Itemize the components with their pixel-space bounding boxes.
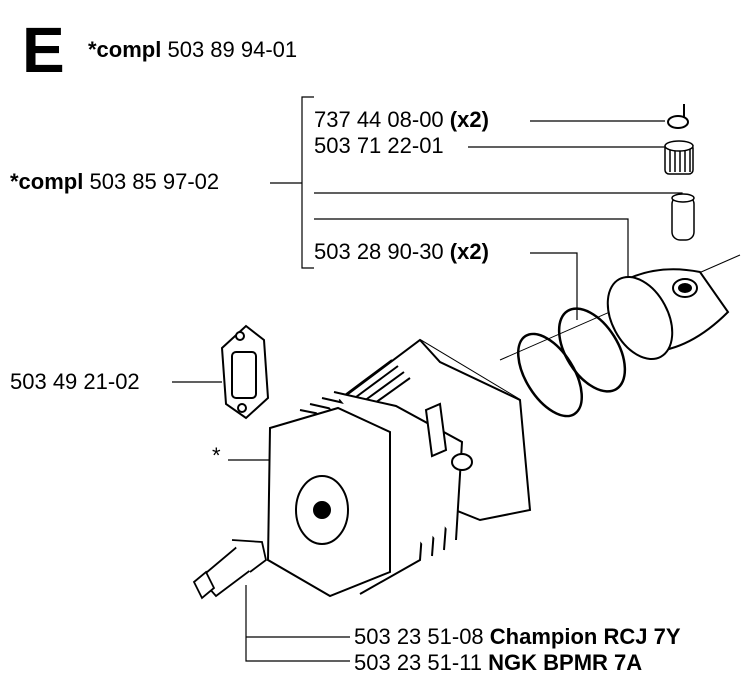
circlip-part [667,104,689,129]
gasket-label: 503 49 21-02 [10,370,140,394]
section-letter: E [22,14,65,86]
needle-bearing-part-number: 503 71 22-01 [314,133,444,158]
section-compl-label: *compl 503 89 94-01 [88,38,297,62]
spark-plug-1-part-number: 503 23 51-08 [354,624,484,649]
gasket-part [220,324,270,420]
piston-rings-part [516,307,627,418]
piston-rings-qty: (x2) [449,239,489,264]
piston-part [606,268,730,361]
spark-plug-1-name: Champion RCJ 7Y [489,624,681,649]
subassembly-compl-label: *compl 503 85 97-02 [10,170,219,194]
needle-bearing-part [664,140,694,175]
subassembly-compl-prefix: *compl [10,169,84,194]
spark-plug-part [192,539,268,600]
compl-prefix: *compl [88,37,162,62]
gasket-part-number: 503 49 21-02 [10,369,140,394]
compl-part-number: 503 89 94-01 [167,37,298,62]
circlip-qty: (x2) [449,107,489,132]
circlip-label: 737 44 08-00 (x2) [314,108,489,132]
piston-pin-part [671,193,695,241]
needle-bearing-label: 503 71 22-01 [314,134,444,158]
spark-plug-label-1: 503 23 51-08 Champion RCJ 7Y [354,625,681,649]
piston-rings-part-number: 503 28 90-30 [314,239,444,264]
circlip-part-number: 737 44 08-00 [314,107,444,132]
subassembly-part-number: 503 85 97-02 [89,169,220,194]
piston-rings-label: 503 28 90-30 (x2) [314,240,489,264]
cylinder-part [266,338,532,598]
cylinder-marker: * [212,443,221,468]
